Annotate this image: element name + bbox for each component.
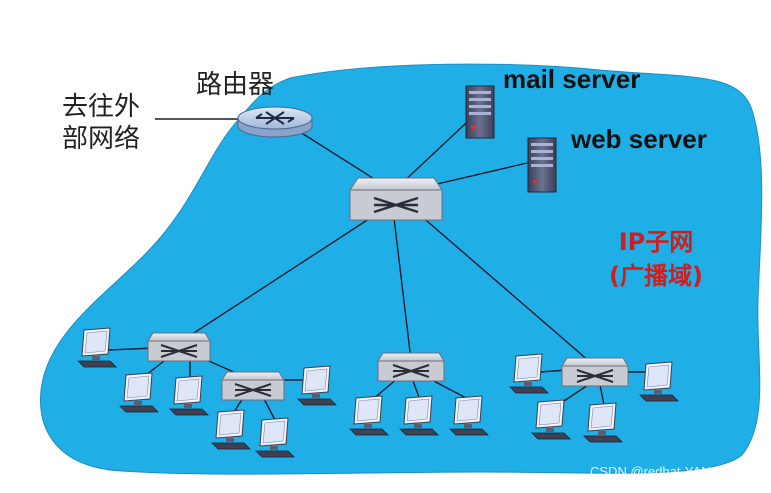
link-core-sw3 [393, 217, 412, 361]
external-network-label-line1: 去往外 [62, 92, 141, 122]
switch-icon [221, 371, 285, 401]
desktop-computer-icon [169, 375, 209, 416]
desktop-computer-icon [77, 327, 117, 368]
link-sw1-h1 [107, 347, 156, 351]
web-server-label: web server [571, 124, 707, 154]
link-sw3-h9 [427, 377, 471, 401]
mail-server-label: mail server [503, 64, 641, 94]
desktop-computer-icon [349, 395, 389, 436]
router-label: 路由器 [196, 70, 275, 100]
external-network-label-line2: 部网络 [62, 124, 141, 154]
desktop-computer-icon [531, 399, 571, 440]
switch-icon [377, 352, 445, 382]
web-server-icon [527, 137, 557, 193]
switch-icon [349, 177, 443, 221]
mail-server-icon [465, 85, 495, 139]
watermark: CSDN @redhat-YAN [590, 464, 711, 479]
desktop-computer-icon [583, 402, 623, 443]
desktop-computer-icon [509, 353, 549, 394]
link-sw3-h8 [411, 377, 421, 401]
link-core-web [419, 159, 541, 189]
router-icon [237, 106, 313, 138]
link-core-sw1 [179, 214, 376, 343]
link-core-sw4 [419, 214, 598, 369]
desktop-computer-icon [399, 395, 439, 436]
desktop-computer-icon [297, 365, 337, 406]
desktop-computer-icon [449, 395, 489, 436]
desktop-computer-icon [119, 372, 159, 413]
subnet-label-line1: IP子网 [618, 228, 694, 256]
desktop-computer-icon [255, 417, 295, 458]
switch-icon [147, 332, 211, 362]
desktop-computer-icon [211, 409, 251, 450]
switch-icon [561, 357, 629, 387]
subnet-label-line2: (广播域) [609, 262, 703, 290]
desktop-computer-icon [639, 361, 679, 402]
